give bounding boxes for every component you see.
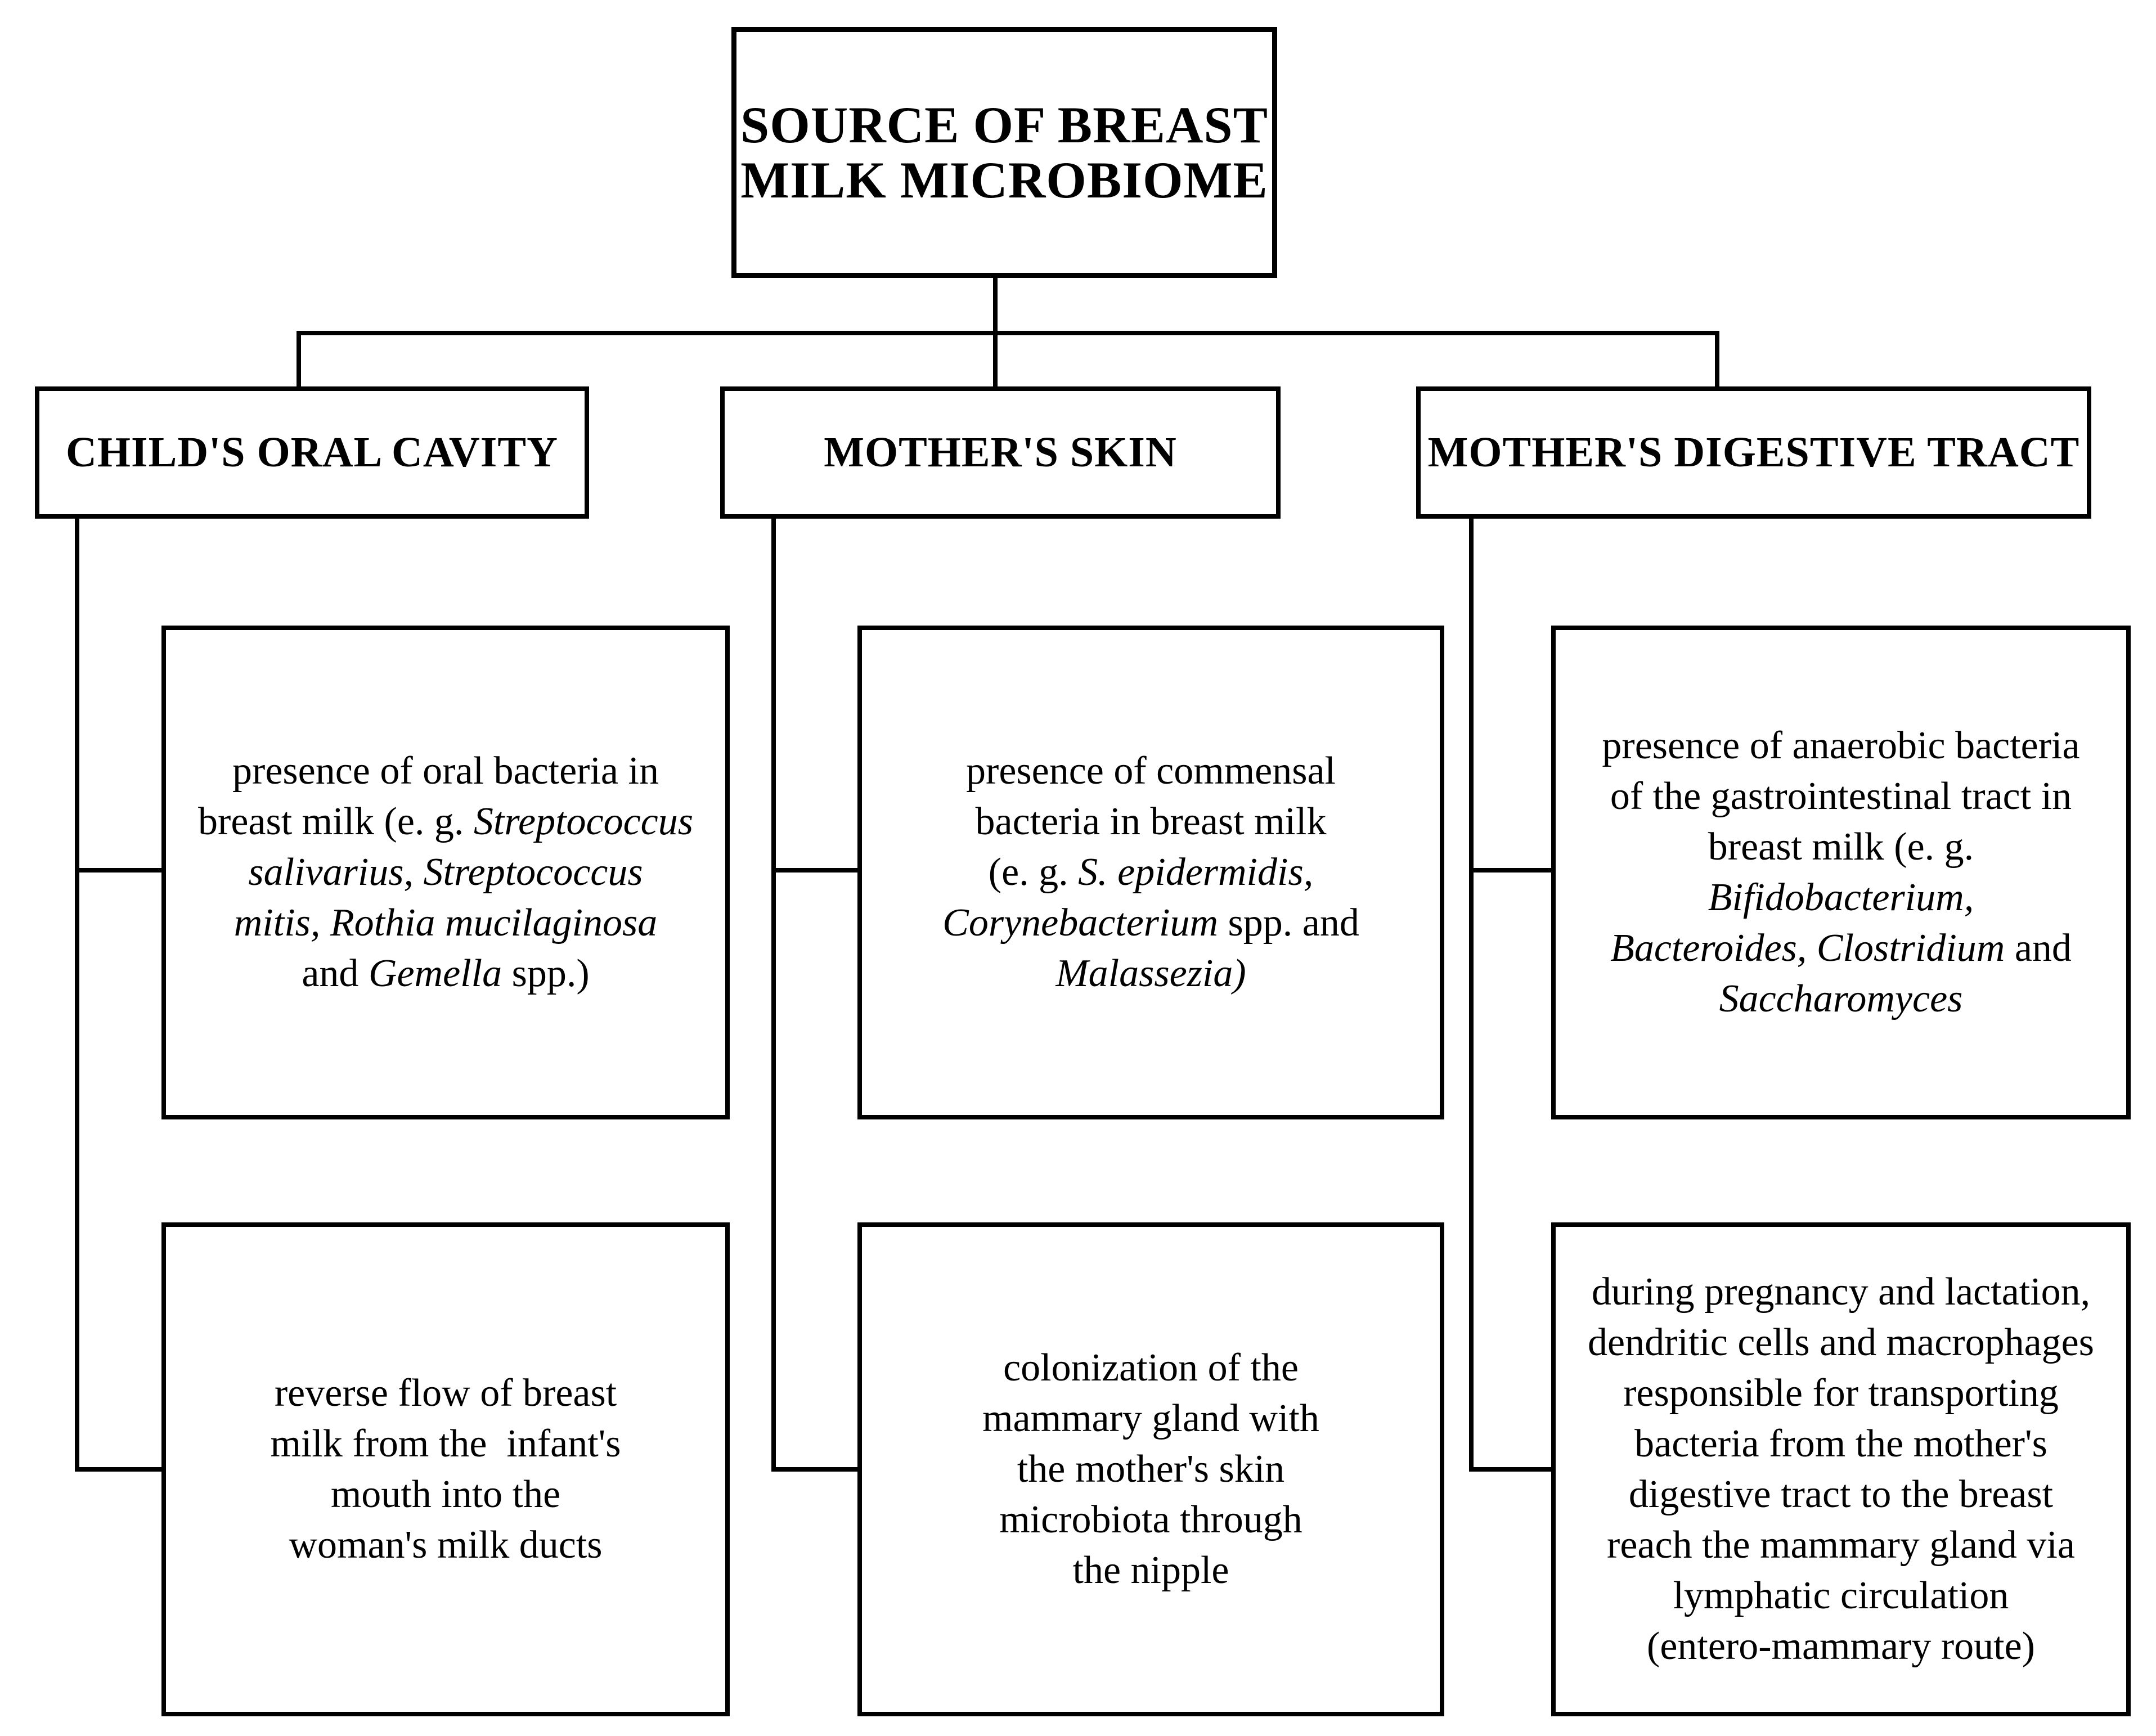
connector-rail-right — [1469, 519, 1474, 1472]
connector-stub-left-top — [77, 868, 166, 873]
connector-drop-left — [297, 333, 301, 386]
title-line-1: SOURCE OF BREAST — [740, 96, 1268, 154]
connector-rail-middle — [771, 519, 776, 1472]
header-box-mothers-digestive-tract: MOTHER'S DIGESTIVE TRACT — [1416, 386, 2091, 519]
content-box-entero-mammary-route: during pregnancy and lactation,dendritic… — [1551, 1222, 2131, 1716]
connector-title-stem — [993, 278, 998, 335]
header-label-mothers-digestive-tract: MOTHER'S DIGESTIVE TRACT — [1427, 429, 2080, 476]
header-box-mothers-skin: MOTHER'S SKIN — [720, 386, 1281, 519]
connector-stub-middle-top — [774, 868, 862, 873]
connector-stub-right-bottom — [1471, 1467, 1556, 1472]
connector-stub-left-bottom — [77, 1467, 166, 1472]
title-line-2: MILK MICROBIOME — [740, 151, 1268, 209]
header-box-childs-oral-cavity: CHILD'S ORAL CAVITY — [35, 386, 589, 519]
connector-stub-right-top — [1471, 868, 1556, 873]
title-box: SOURCE OF BREAST MILK MICROBIOME — [731, 27, 1277, 278]
connector-drop-middle — [993, 333, 998, 386]
content-text-entero-mammary-route: during pregnancy and lactation,dendritic… — [1588, 1270, 2094, 1668]
connector-branch-bar — [297, 331, 1719, 335]
connector-stub-middle-bottom — [774, 1467, 862, 1472]
header-label-childs-oral-cavity: CHILD'S ORAL CAVITY — [66, 429, 558, 476]
title-text: SOURCE OF BREAST MILK MICROBIOME — [740, 97, 1268, 208]
header-label-mothers-skin: MOTHER'S SKIN — [824, 429, 1177, 476]
connector-drop-right — [1715, 333, 1719, 386]
connector-rail-left — [75, 519, 79, 1472]
